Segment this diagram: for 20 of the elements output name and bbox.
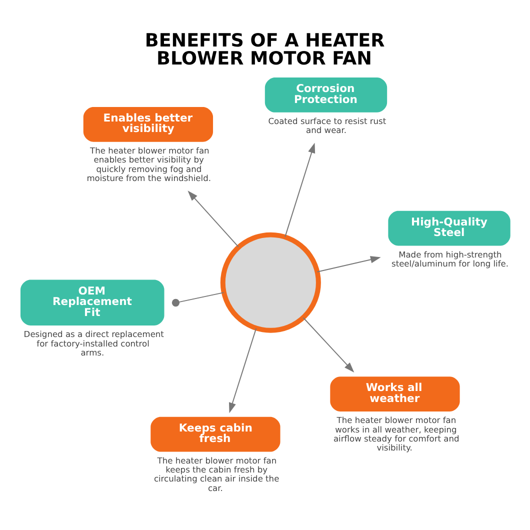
- node-label: The heater blower motor fan keeps the cabin fresh by circulating clean air inside the car.: [154, 454, 280, 492]
- node-box: OEM Replacement Fit: [20, 279, 164, 326]
- node-box: Keeps cabin fresh: [150, 416, 280, 452]
- node-box: Works all weather: [330, 376, 460, 411]
- node-box: High-Quality Steel: [388, 210, 510, 246]
- arrow: [228, 327, 257, 413]
- node-label: Made from high-strength steel/aluminum for long life.: [392, 248, 509, 268]
- node-box: Corrosion Protection: [264, 77, 388, 112]
- node-label: Designed as a direct replacement for factory-installed control arms.: [24, 328, 164, 357]
- node-label: The heater blower motor fan enables better visibility by quickly removing fog and moisture from the windshield.: [86, 144, 211, 182]
- node-label: The heater blower motor fan works in all weather, keeping airflow steady for comfort and visibility.: [333, 414, 460, 452]
- arrow: [284, 142, 316, 237]
- diagram-title: BENEFITS OF A HEATER BLOWER MOTOR FAN: [144, 30, 385, 70]
- node-label: Coated surface to resist rust and wear.: [268, 116, 386, 135]
- node-box: Enables better visibility: [83, 106, 214, 142]
- connector: [172, 292, 224, 306]
- arrow: [316, 256, 381, 272]
- arrow: [188, 190, 239, 247]
- arrow: [302, 316, 354, 372]
- node-circle: [220, 232, 321, 332]
